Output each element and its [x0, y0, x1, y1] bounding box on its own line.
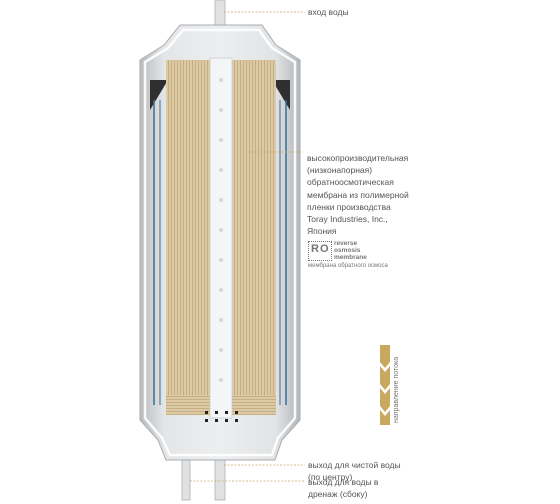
ro-logo-words: reverse osmosis membrane — [334, 240, 367, 261]
membrane-description: высокопроизводительная (низконапорная) о… — [307, 152, 409, 237]
membrane-desc-line: высокопроизводительная — [307, 153, 409, 163]
membrane-desc-line: обратноосмотическая — [307, 177, 394, 188]
membrane-desc-line: Япония — [307, 226, 337, 237]
ro-logo-word: osmosis — [334, 247, 361, 254]
outlet-ports — [205, 411, 238, 422]
drain-outlet-line: выход для воды в — [308, 477, 379, 487]
membrane-desc-line: (низконапорная) — [307, 165, 373, 176]
flow-direction-chevrons-icon — [380, 345, 390, 425]
membrane-right — [232, 60, 287, 415]
drain-outlet-label: выход для воды в дренаж (сбоку) — [308, 476, 378, 500]
ro-logo-word: reverse — [334, 240, 358, 247]
ro-logo-word: membrane — [334, 254, 367, 261]
flow-direction-label: направление потока — [393, 356, 400, 423]
membrane-desc-line: мембрана из полимерной — [307, 189, 409, 200]
clean-water-outlet-line: (по центру) — [308, 472, 353, 482]
water-inlet-label: вход воды — [308, 7, 349, 17]
ro-logo-box: RO — [308, 241, 332, 261]
membrane-left — [153, 60, 210, 415]
leader-lines — [190, 11, 305, 482]
clean-water-outlet-label: выход для чистой воды (по центру) — [308, 459, 401, 483]
membrane-desc-line: пленки производства — [307, 201, 391, 212]
drain-outlet-line: дренаж (сбоку) — [308, 489, 368, 499]
clean-water-outlet-line: выход для чистой воды — [308, 460, 401, 470]
membrane-desc-line: Toray Industries, Inc., — [307, 214, 388, 225]
ro-logo-letters: RO — [311, 243, 330, 255]
ro-logo-caption: мембрана обратного осмоса — [308, 263, 388, 269]
ro-membrane-logo-icon: RO reverse osmosis membrane мембрана обр… — [308, 240, 398, 271]
center-tube — [209, 57, 233, 419]
